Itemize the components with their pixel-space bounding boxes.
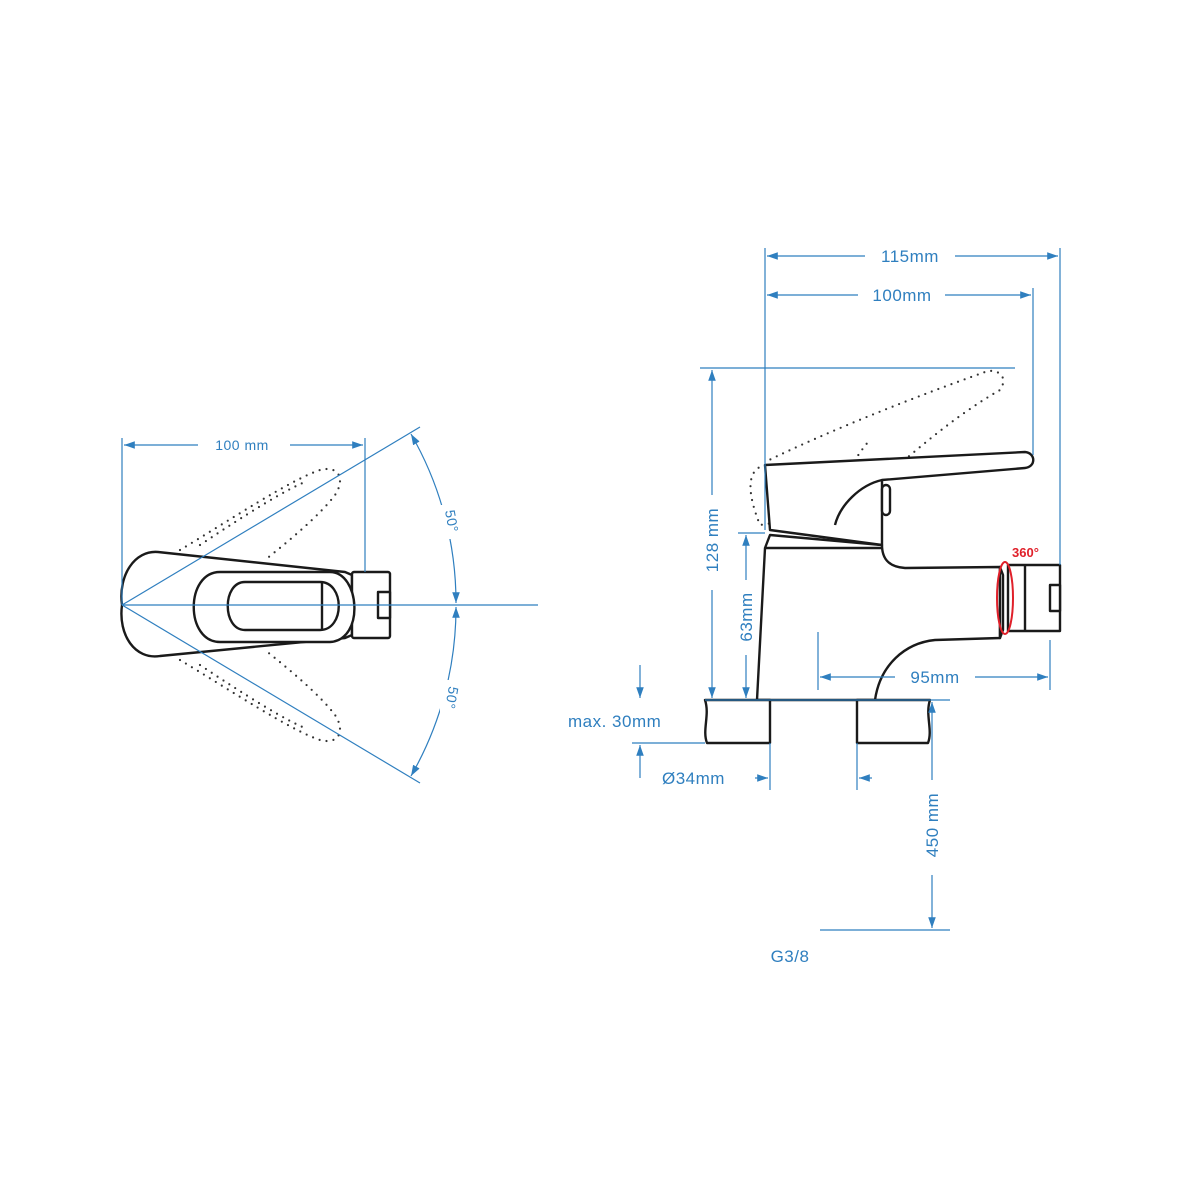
spout-reach-label: 95mm [910, 668, 959, 687]
handle-top-outline [120, 550, 392, 658]
angle-up-label: 50° [442, 509, 462, 534]
hole-diameter-label: Ø34mm [662, 769, 725, 788]
side-view: 360° 115mm 100mm 128 mm 63mm 95mm [568, 247, 1062, 966]
swing-ray-down [121, 604, 421, 784]
top-view: 100 mm 50° 50° [120, 426, 538, 784]
swing-ray-up [121, 426, 421, 606]
rotation-arrow-icon [996, 561, 1014, 635]
spout-height-label: 63mm [737, 592, 756, 641]
rotation-label: 360° [1012, 545, 1039, 560]
height-label: 128 mm [703, 508, 722, 572]
lever-handle [763, 450, 1035, 547]
deck-section [703, 698, 932, 745]
hose-length-label: 450 mm [923, 793, 942, 857]
connection-label: G3/8 [771, 947, 810, 966]
width-label: 100 mm [215, 437, 269, 453]
deck-thickness-label: max. 30mm [568, 712, 661, 731]
dotted-lever-ghost [749, 369, 1005, 527]
aerator [998, 563, 1062, 640]
faucet-body [755, 533, 1002, 702]
angle-down-label: 50° [442, 685, 462, 710]
dotted-handle-ghosts [178, 467, 342, 743]
lever-length-label: 100mm [872, 286, 931, 305]
overall-length-label: 115mm [881, 247, 939, 266]
